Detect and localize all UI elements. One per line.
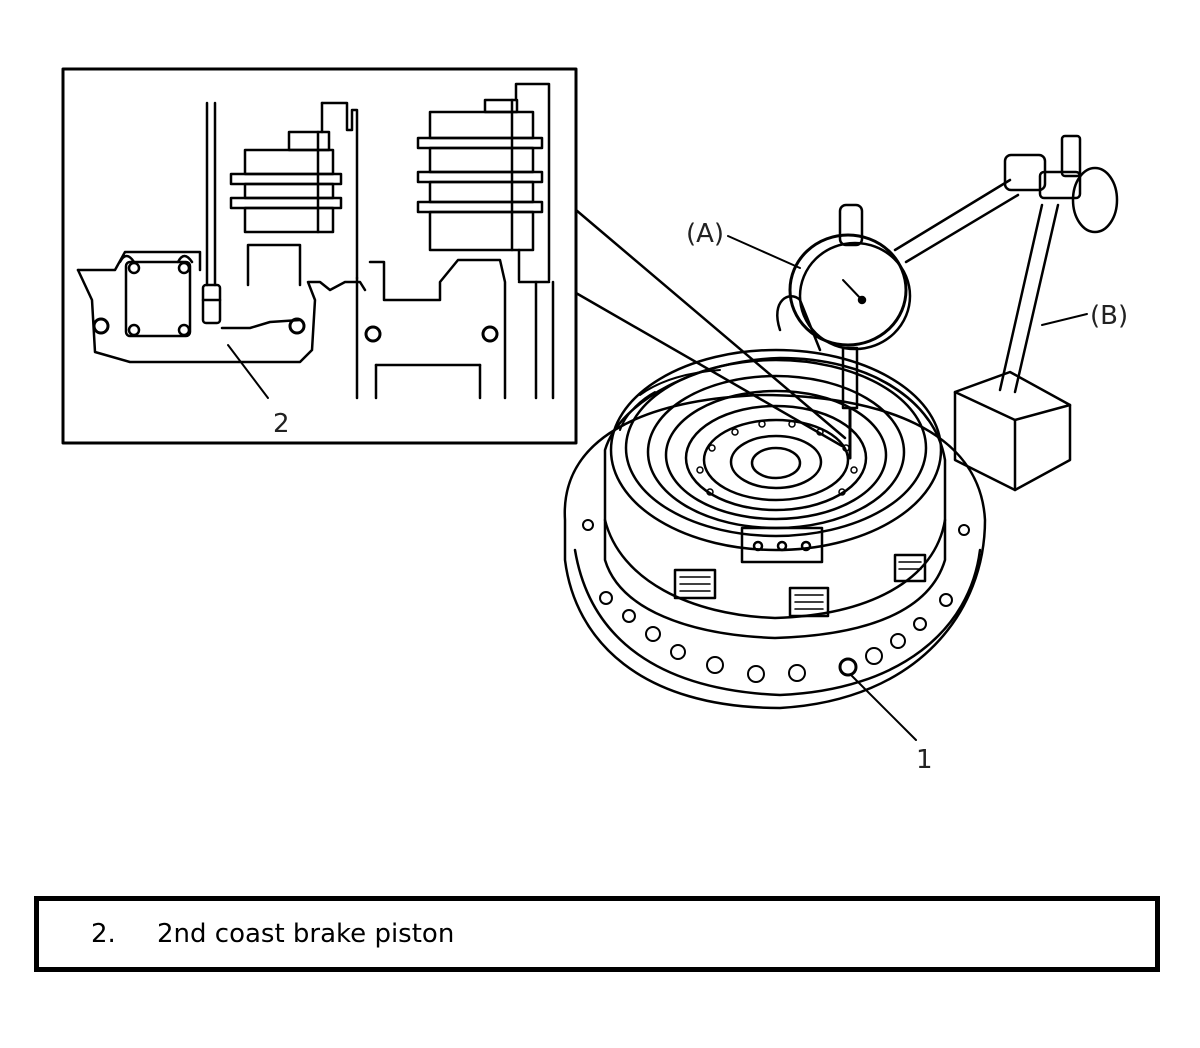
magnetic-stand-b [893,134,1119,492]
callout-2-label: 2 [273,409,290,439]
spring-window-center [788,586,830,618]
inset-brake-piston-housing [76,243,367,364]
ring-dots [696,420,858,496]
inset-frame [61,67,578,445]
callout-b-leader [1041,313,1088,326]
inset-detail-view [61,67,578,445]
spring-window-right [893,553,927,583]
callout-a-label: (A) [686,219,724,249]
inset-housing-right-section [355,258,555,400]
legend-item-number: 2. [91,919,116,949]
callout-2-leader [227,344,269,399]
callout-1-label: 1 [916,745,933,775]
outer-ring [609,348,943,552]
dial-gauge-a [727,203,912,460]
center-hub [750,446,802,480]
legend-box: 2. 2nd coast brake piston [34,896,1160,972]
dial-needle [842,279,863,301]
base-flange-outline [563,393,987,710]
legend-item-text: 2nd coast brake piston [157,919,455,949]
inset-left-clutch-pack [229,101,359,280]
magnetic-base [953,370,1072,492]
clutch-drum-assembly [563,348,987,741]
inset-right-clutch-pack [416,82,551,282]
callout-1-leader [851,675,917,741]
technical-diagram: 2 1 (A) (B) [61,67,1128,775]
spring-window-left [673,568,717,600]
callout-b-label: (B) [1090,301,1128,331]
flange-holes [582,519,970,683]
dial-gauge-probe-rod [201,101,222,325]
callout-a-leader [727,235,801,269]
